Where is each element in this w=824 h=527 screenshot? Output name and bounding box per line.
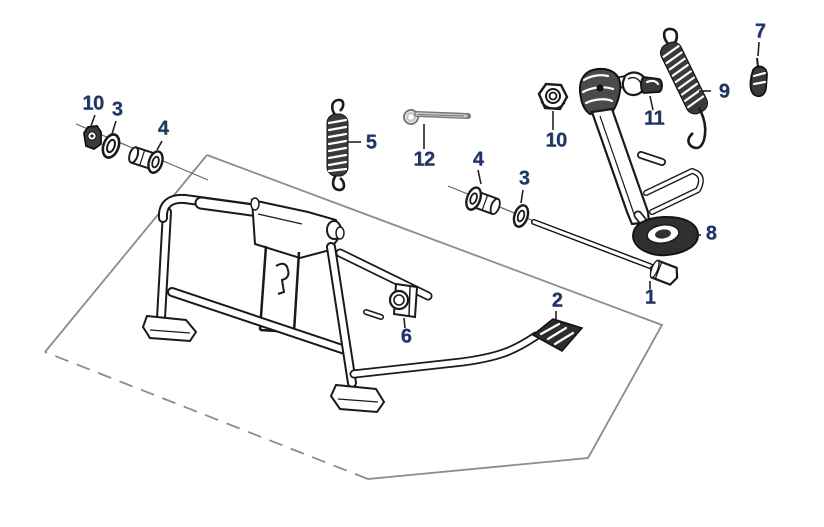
part-3-washer-left: [101, 133, 121, 159]
part-10-flange-nut-right: [537, 82, 569, 111]
callout-1[interactable]: 1: [644, 286, 656, 309]
callout-11[interactable]: 11: [643, 107, 665, 130]
reference-boundary: [44, 154, 664, 480]
callout-3-right[interactable]: 3: [518, 167, 530, 190]
leader-lines: [90, 41, 760, 329]
part-4-collar-left: [128, 146, 164, 174]
callout-7[interactable]: 7: [754, 20, 766, 43]
part-7-clip: [749, 57, 768, 98]
part-6-rubber-stop: [388, 282, 419, 319]
callout-10-right[interactable]: 10: [545, 129, 567, 152]
part-9-side-stand-spring: [659, 27, 709, 150]
callout-6[interactable]: 6: [400, 325, 412, 348]
callout-3-left[interactable]: 3: [111, 98, 123, 121]
callout-4-right[interactable]: 4: [472, 148, 484, 171]
callout-12[interactable]: 12: [413, 148, 435, 171]
callout-2[interactable]: 2: [551, 289, 563, 312]
part-3-washer-right: [512, 204, 530, 228]
callout-5[interactable]: 5: [365, 131, 377, 154]
callout-10-left[interactable]: 10: [82, 92, 104, 115]
callout-9[interactable]: 9: [718, 80, 730, 103]
callout-4-left[interactable]: 4: [157, 117, 169, 140]
part-8-side-stand-drawing: [579, 67, 704, 257]
part-11-side-stand-bolt: [613, 71, 663, 97]
part-1-pivot-bolt: [531, 219, 679, 286]
part-5-main-stand-spring: [326, 98, 349, 192]
part-10-flange-nut-left: [83, 125, 102, 151]
part-12-cotter-pin: [403, 109, 471, 125]
part-2-main-stand-drawing: [141, 193, 584, 414]
part-4-collar-right: [465, 186, 501, 216]
callout-8[interactable]: 8: [705, 222, 717, 245]
